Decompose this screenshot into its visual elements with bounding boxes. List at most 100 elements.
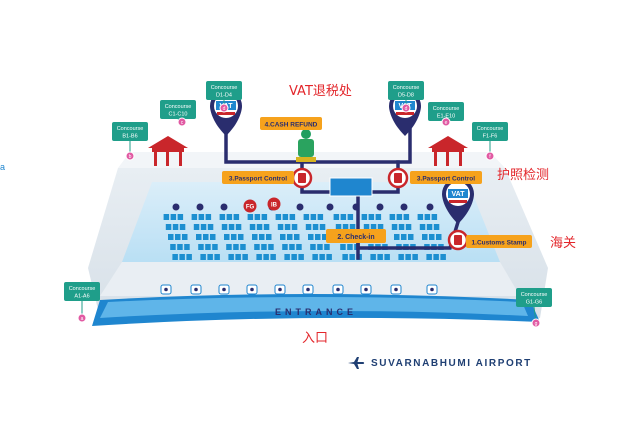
entrance-gate-dot [222,287,226,292]
counter-seat [349,224,356,230]
counter-seat [326,254,332,260]
check-in-label: 2. Check-in [326,229,386,243]
counter-seat [340,214,347,220]
ib-marker: IB [267,197,281,211]
concourse-label: Concourse [165,104,192,110]
counter-seat [256,224,263,230]
counter-seat [163,214,170,220]
counter-seat [340,244,346,250]
vat-annotation: VAT退税处 [289,84,352,99]
concourse-pin [485,151,495,161]
concourse-label: Concourse [69,286,96,292]
counter-seat [249,224,256,230]
counter-seat [233,244,239,250]
counter-seat [200,254,206,260]
counter-seat [342,224,349,230]
counter-seat [210,234,216,240]
counter-seat [198,214,205,220]
concourse-pin-letter: g [535,321,538,327]
counter-seat [240,244,246,250]
entrance-gate-dot [278,287,282,292]
concourse-code: G1-G6 [526,300,543,306]
entrance-gate-dot [336,287,340,292]
concourse-pin-letter: c [181,120,184,126]
counter-seat [256,254,262,260]
counter-tag [172,203,180,211]
counter-tag [400,203,408,211]
counter-seat [242,254,248,260]
counter-seat [203,234,209,240]
counter-seat [296,244,302,250]
counter-seat [417,214,424,220]
concourse-code: F1-F6 [483,134,498,140]
counter-seat [170,244,176,250]
counter-seat [214,254,220,260]
counter-seat [303,214,310,220]
concourse-code: D5-D8 [398,93,414,99]
right-pavilion [428,136,468,166]
counter-seat [200,224,207,230]
counter-seat [224,234,230,240]
counter-seat [436,234,442,240]
counter-seat [277,224,284,230]
svg-text:1.Customs Stamp: 1.Customs Stamp [472,240,527,247]
concourse-code: A1-A6 [74,294,89,300]
concourse-code: D1-D4 [216,93,232,99]
concourse-pin [441,117,451,127]
counter-tag [426,203,434,211]
concourse-pin [177,117,187,127]
counter-seat [179,254,185,260]
counter-seat [182,234,188,240]
counter-seat [322,234,328,240]
counter-seat [238,234,244,240]
counter-seat [170,214,177,220]
counter-seat [205,244,211,250]
counter-seat [335,224,342,230]
counter-seat [259,234,265,240]
counter-seat [431,214,438,220]
svg-text:IB: IB [271,203,278,209]
concourse-label: Concourse [393,85,420,91]
counter-seat [196,234,202,240]
counter-seat [405,254,411,260]
counter-seat [270,254,276,260]
counter-seat [396,214,403,220]
counter-seat [184,244,190,250]
entrance-gate-dot [394,287,398,292]
counter-seat [377,224,384,230]
entrance-plaza [100,262,520,296]
counter-seat [219,214,226,220]
concourse-pin-letter: a [81,316,84,322]
counter-seat [261,214,268,220]
counter-seat [361,214,368,220]
entrance-gate-dot [306,287,310,292]
concourse-pin-letter: d [405,106,408,112]
counter-seat [419,224,426,230]
counter-seat [433,254,439,260]
counter-seat [312,224,319,230]
counter-seat [308,234,314,240]
counter-seat [315,234,321,240]
counter-seat [235,254,241,260]
counter-seat [429,234,435,240]
counter-seat [177,214,184,220]
counter-tag [196,203,204,211]
entrance-gate-dot [194,287,198,292]
counter-seat [305,224,312,230]
counter-seat [177,244,183,250]
counter-seat [287,234,293,240]
counter-seat [275,214,282,220]
counter-seat [254,214,261,220]
counter-seat [228,224,235,230]
counter-seat [207,224,214,230]
counter-seat [172,224,179,230]
counter-seat [389,214,396,220]
concourse-code: C1-C10 [169,112,188,118]
